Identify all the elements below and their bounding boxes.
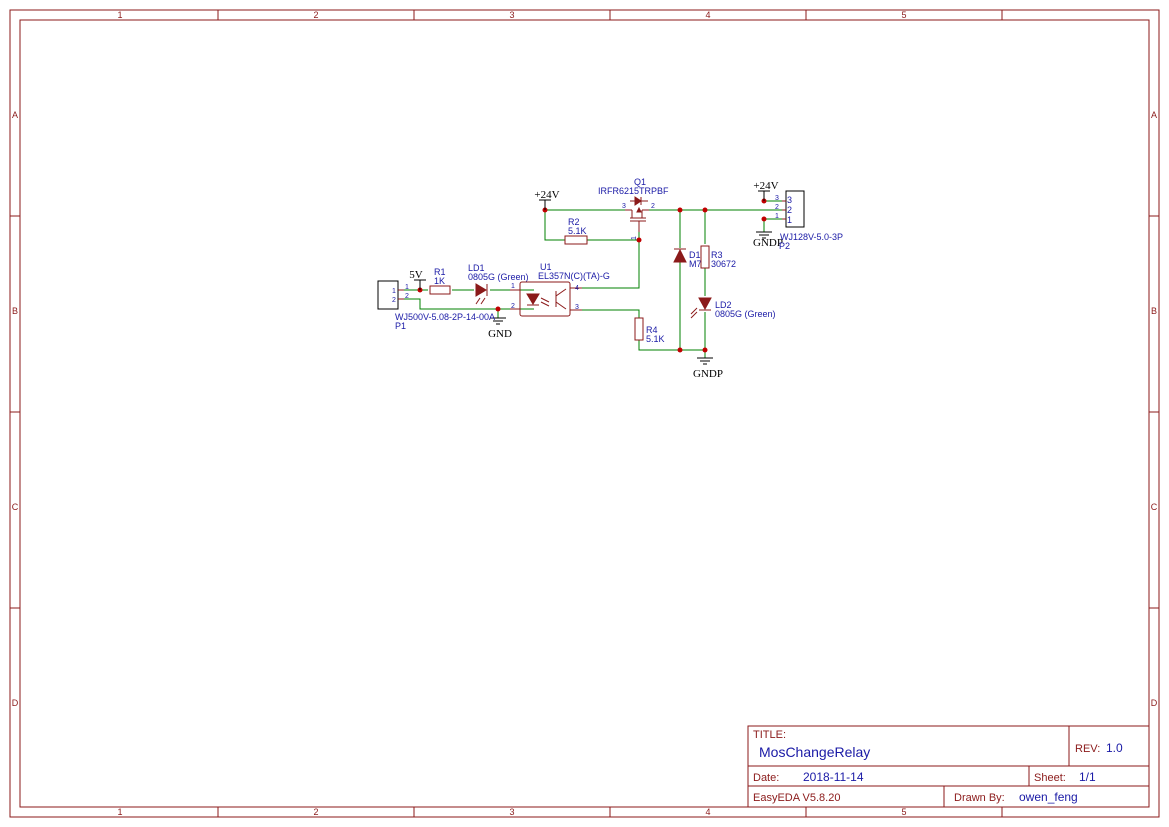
svg-text:GNDP: GNDP	[753, 237, 783, 249]
title-label: TITLE:	[753, 729, 786, 741]
svg-text:3: 3	[622, 203, 626, 210]
date-value: 2018-11-14	[803, 770, 864, 784]
svg-text:1: 1	[392, 288, 396, 295]
svg-text:GNDP: GNDP	[693, 368, 723, 380]
date-label: Date:	[753, 772, 779, 784]
ground-gndp-connector: GNDP	[753, 231, 783, 249]
r4-value: 5.1K	[646, 334, 665, 344]
zone-col-label: 4	[705, 807, 710, 817]
p2-pin-label: 3	[787, 195, 792, 205]
rev-label: REV:	[1075, 743, 1100, 755]
p2-pin-label: 1	[787, 215, 792, 225]
u1-ref: U1	[540, 262, 552, 272]
title-value: MosChangeRelay	[759, 744, 870, 760]
zone-col-label: 2	[313, 10, 318, 20]
mosfet-q1: 3 2 1	[622, 196, 655, 240]
title-block	[747, 725, 1150, 808]
q1-value: IRFR6215TRPBF	[598, 186, 669, 196]
power-24v-connector: +24V	[753, 180, 779, 201]
svg-text:1: 1	[511, 283, 515, 290]
svg-text:GND: GND	[488, 328, 512, 340]
connector-p1: 1 2	[377, 280, 404, 310]
zone-col-label: 1	[117, 10, 122, 20]
zone-col-label: 3	[509, 10, 514, 20]
zone-col-label: 2	[313, 807, 318, 817]
diode-d1	[673, 248, 687, 263]
u1-value: EL357N(C)(TA)-G	[538, 271, 610, 281]
p2-ref: P2	[779, 241, 790, 251]
r1-value: 1K	[434, 276, 445, 286]
ground-gndp-main: GNDP	[693, 357, 723, 380]
zone-row-label: A	[12, 110, 18, 120]
p2-pin-label: 2	[787, 205, 792, 215]
r3-value: 30672	[711, 259, 736, 269]
r1-ref: R1	[434, 267, 446, 277]
sheet-value: 1/1	[1079, 770, 1096, 784]
r3-ref: R3	[711, 250, 723, 260]
tool-version: EasyEDA V5.8.20	[753, 792, 840, 804]
zone-row-label: B	[12, 306, 18, 316]
power-24v-main: +24V	[534, 189, 560, 210]
ground-gnd: GND	[488, 317, 512, 340]
svg-text:+24V: +24V	[534, 189, 559, 201]
ld1-ref: LD1	[468, 263, 485, 273]
ld2-ref: LD2	[715, 300, 732, 310]
svg-text:2: 2	[651, 203, 655, 210]
r2-ref: R2	[568, 217, 580, 227]
p1-ref: P1	[395, 321, 406, 331]
zone-row-label: B	[1151, 306, 1157, 316]
connector-p2: 3 2 1	[775, 190, 805, 228]
svg-text:3: 3	[775, 195, 779, 202]
led-ld1	[475, 283, 488, 305]
q1-ref: Q1	[634, 177, 646, 187]
led-ld2	[690, 297, 712, 319]
zone-col-label: 1	[117, 807, 122, 817]
svg-text:3: 3	[575, 304, 579, 311]
svg-text:2: 2	[392, 297, 396, 304]
drawn-by-label: Drawn By:	[954, 792, 1005, 804]
zone-col-label: 3	[509, 807, 514, 817]
svg-text:1: 1	[775, 213, 779, 220]
resistor-r1	[429, 285, 451, 295]
svg-text:5V: 5V	[409, 269, 423, 281]
d1-value: M7	[689, 259, 702, 269]
zone-col-label: 4	[705, 10, 710, 20]
junctions	[417, 198, 767, 353]
zone-row-label: D	[1151, 698, 1158, 708]
zone-row-label: C	[12, 502, 19, 512]
resistor-r2	[564, 235, 588, 245]
svg-text:1: 1	[631, 236, 638, 240]
p1-pin-label: 2	[405, 293, 409, 300]
drawing-frame	[9, 9, 1160, 818]
ld1-value: 0805G (Green)	[468, 272, 529, 282]
zone-row-label: D	[12, 698, 19, 708]
zone-row-label: A	[1151, 110, 1157, 120]
power-5v: 5V	[409, 269, 426, 290]
zone-row-label: C	[1151, 502, 1158, 512]
d1-ref: D1	[689, 250, 701, 260]
p2-value: WJ128V-5.0-3P	[780, 232, 843, 242]
svg-text:2: 2	[511, 303, 515, 310]
p1-value: WJ500V-5.08-2P-14-00A	[395, 312, 495, 322]
rev-value: 1.0	[1106, 741, 1123, 755]
ld2-value: 0805G (Green)	[715, 309, 776, 319]
sheet-label: Sheet:	[1034, 772, 1066, 784]
svg-text:+24V: +24V	[753, 180, 778, 192]
optocoupler-u1: 1 2 3 4	[510, 281, 582, 317]
drawn-by-value: owen_feng	[1019, 790, 1078, 804]
zone-col-label: 5	[901, 807, 906, 817]
svg-text:4: 4	[575, 285, 579, 292]
p1-pin-label: 1	[405, 284, 409, 291]
resistor-r4	[634, 317, 644, 341]
r2-value: 5.1K	[568, 226, 587, 236]
resistor-r3	[700, 245, 710, 269]
zone-col-label: 5	[901, 10, 906, 20]
svg-text:2: 2	[775, 204, 779, 211]
r4-ref: R4	[646, 325, 658, 335]
